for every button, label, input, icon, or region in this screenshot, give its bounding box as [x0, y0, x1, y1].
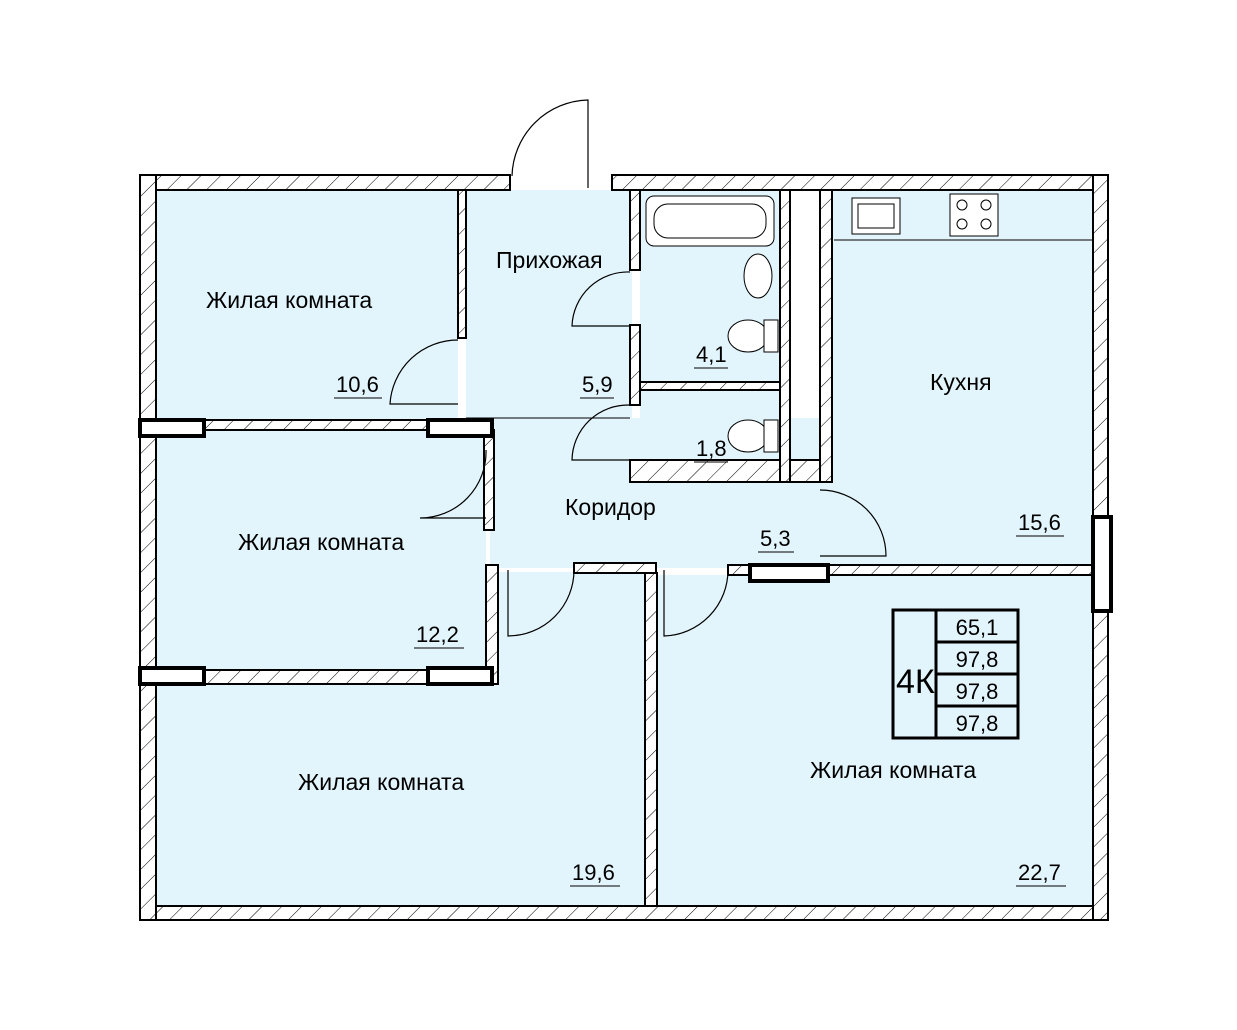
summary-value: 97,8: [956, 679, 999, 704]
room-hallway: [466, 190, 632, 420]
room-labels: Жилая комната 10,6 Прихожая 5,9 4,1 1,8 …: [206, 247, 1066, 887]
summary-value: 97,8: [956, 647, 999, 672]
room-name: Кухня: [930, 369, 992, 395]
apartment-summary-table: 4К 65,1 97,8 97,8 97,8: [891, 608, 1020, 740]
room-fills: [156, 190, 1093, 906]
room-name: Жилая комната: [206, 287, 372, 313]
kitchen-sink-icon: [851, 197, 901, 235]
entrance-door: [511, 99, 589, 188]
room-bedroom-3-alcove: [498, 572, 646, 692]
room-bedroom-4: [657, 575, 1093, 906]
summary-value: 65,1: [956, 615, 999, 640]
room-area: 5,9: [582, 372, 613, 397]
room-bedroom-2: [156, 430, 486, 670]
room-area: 19,6: [572, 860, 615, 885]
fixtures: [645, 193, 999, 453]
doors: [389, 99, 887, 637]
room-name: Жилая комната: [810, 757, 976, 783]
sink-icon: [743, 253, 773, 299]
toilet-icon: [727, 319, 769, 353]
room-area: 15,6: [1018, 510, 1061, 535]
room-area: 4,1: [696, 342, 727, 367]
room-name: Жилая комната: [238, 529, 404, 555]
summary-value: 97,8: [956, 711, 999, 736]
toilet-icon: [727, 419, 769, 453]
walls: [138, 174, 1113, 921]
room-bedroom-3: [156, 684, 646, 906]
room-kitchen: [830, 190, 1093, 565]
room-area: 10,6: [336, 372, 379, 397]
room-area: 12,2: [416, 622, 459, 647]
room-name: Прихожая: [496, 247, 603, 273]
bathtub-icon: [645, 195, 775, 247]
room-name: Жилая комната: [298, 769, 464, 795]
room-area: 5,3: [760, 526, 791, 551]
stove-icon: [949, 193, 999, 237]
room-name: Коридор: [565, 494, 656, 520]
apartment-type: 4К: [896, 663, 935, 701]
room-area: 1,8: [696, 436, 727, 461]
room-bedroom-1: [156, 190, 458, 420]
room-area: 22,7: [1018, 860, 1061, 885]
